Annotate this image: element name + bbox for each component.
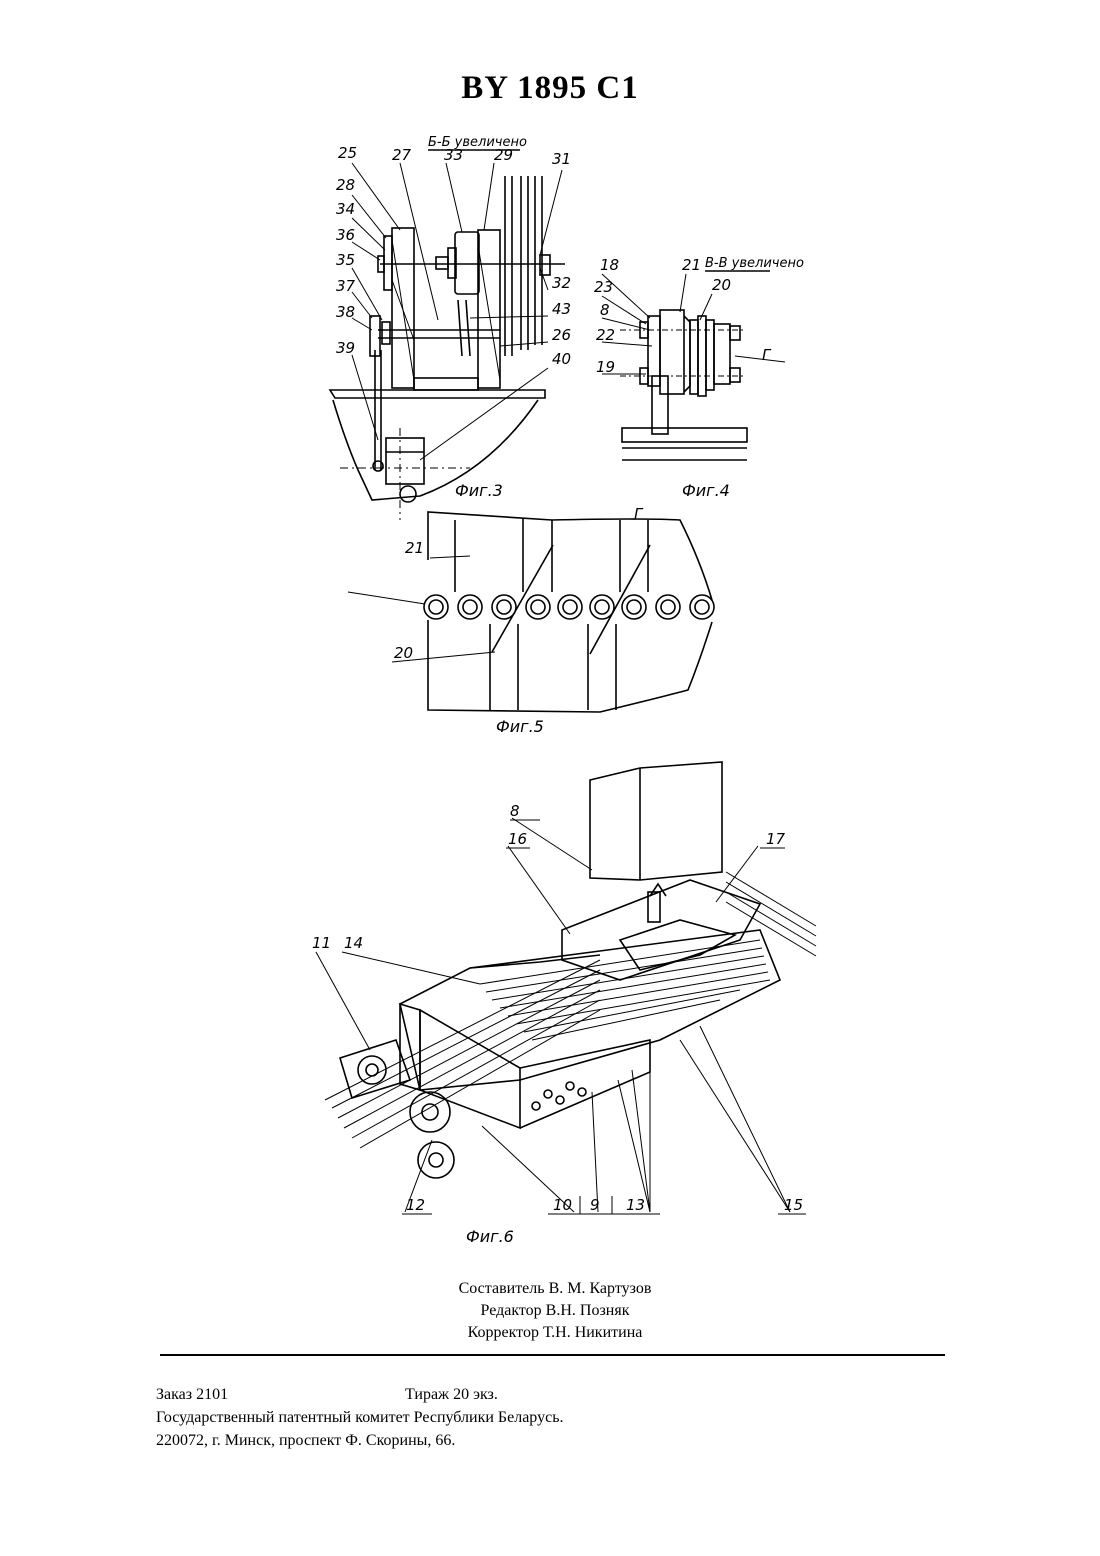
fig3-label-37: 37 [336, 277, 356, 295]
fig6-label-14: 14 [344, 934, 363, 952]
fig5-label-20: 20 [394, 644, 413, 662]
fig6-label-9: 9 [590, 1196, 600, 1214]
figure-4: 18 21 20 23 8 22 19 Г В-В увеличено Фиг.… [594, 256, 804, 500]
fig4-label-g: Г [762, 346, 772, 364]
fig4-label-21: 21 [682, 256, 701, 274]
figure-6: 8 16 17 11 14 12 10 9 13 15 Фиг.6 [312, 762, 816, 1246]
fig6-label-8: 8 [510, 802, 520, 820]
fig4-label-18: 18 [600, 256, 619, 274]
fig3-label-25: 25 [338, 144, 357, 162]
fig3-caption: Фиг.3 [455, 481, 503, 500]
fig3-label-35: 35 [336, 251, 355, 269]
fig6-label-12: 12 [406, 1196, 425, 1214]
fig3-label-33: 33 [444, 146, 463, 164]
credit-proofreader: Корректор Т.Н. Никитина [0, 1322, 1100, 1344]
fig3-label-34: 34 [336, 200, 355, 218]
fig3-label-38: 38 [336, 303, 355, 321]
fig5-label-21: 21 [405, 539, 424, 557]
fig4-caption: Фиг.4 [682, 481, 730, 500]
footer-divider [160, 1354, 945, 1356]
fig4-label-8: 8 [600, 301, 610, 319]
publisher: Государственный патентный комитет Респуб… [156, 1407, 564, 1429]
fig6-label-17: 17 [766, 830, 786, 848]
fig3-label-28: 28 [336, 176, 355, 194]
fig6-label-16: 16 [508, 830, 527, 848]
fig6-caption: Фиг.6 [466, 1227, 514, 1246]
fig6-label-13: 13 [626, 1196, 645, 1214]
fig4-label-23: 23 [594, 278, 613, 296]
patent-drawing-sheet: Б-Б увеличено [0, 0, 1100, 1260]
address: 220072, г. Минск, проспект Ф. Скорины, 6… [156, 1430, 455, 1452]
fig3-label-26: 26 [552, 326, 571, 344]
fig3-label-32: 32 [552, 274, 571, 292]
fig3-label-39: 39 [336, 339, 355, 357]
credit-compiler: Составитель В. М. Картузов [0, 1278, 1100, 1300]
fig4-label-20: 20 [712, 276, 731, 294]
fig6-label-10: 10 [553, 1196, 572, 1214]
fig5-caption: Фиг.5 [496, 717, 544, 736]
fig4-label-19: 19 [596, 358, 615, 376]
fig6-label-15: 15 [784, 1196, 803, 1214]
fig4-view-label: В-В увеличено [705, 256, 804, 271]
fig3-label-31: 31 [552, 150, 571, 168]
fig3-label-40: 40 [552, 350, 571, 368]
circulation: Тираж 20 экз. [405, 1384, 498, 1406]
fig4-label-22: 22 [596, 326, 615, 344]
figure-3: Б-Б увеличено [330, 135, 571, 520]
fig5-view-label: Г [634, 505, 644, 523]
order-number: Заказ 2101 [156, 1384, 228, 1406]
credit-editor: Редактор В.Н. Позняк [0, 1300, 1100, 1322]
fig3-label-36: 36 [336, 226, 355, 244]
fig3-label-27: 27 [392, 146, 412, 164]
fig6-label-11: 11 [312, 934, 331, 952]
fig3-label-43: 43 [552, 300, 571, 318]
figure-5: 21 20 Г Фиг.5 [348, 505, 714, 736]
fig3-label-29: 29 [494, 146, 513, 164]
